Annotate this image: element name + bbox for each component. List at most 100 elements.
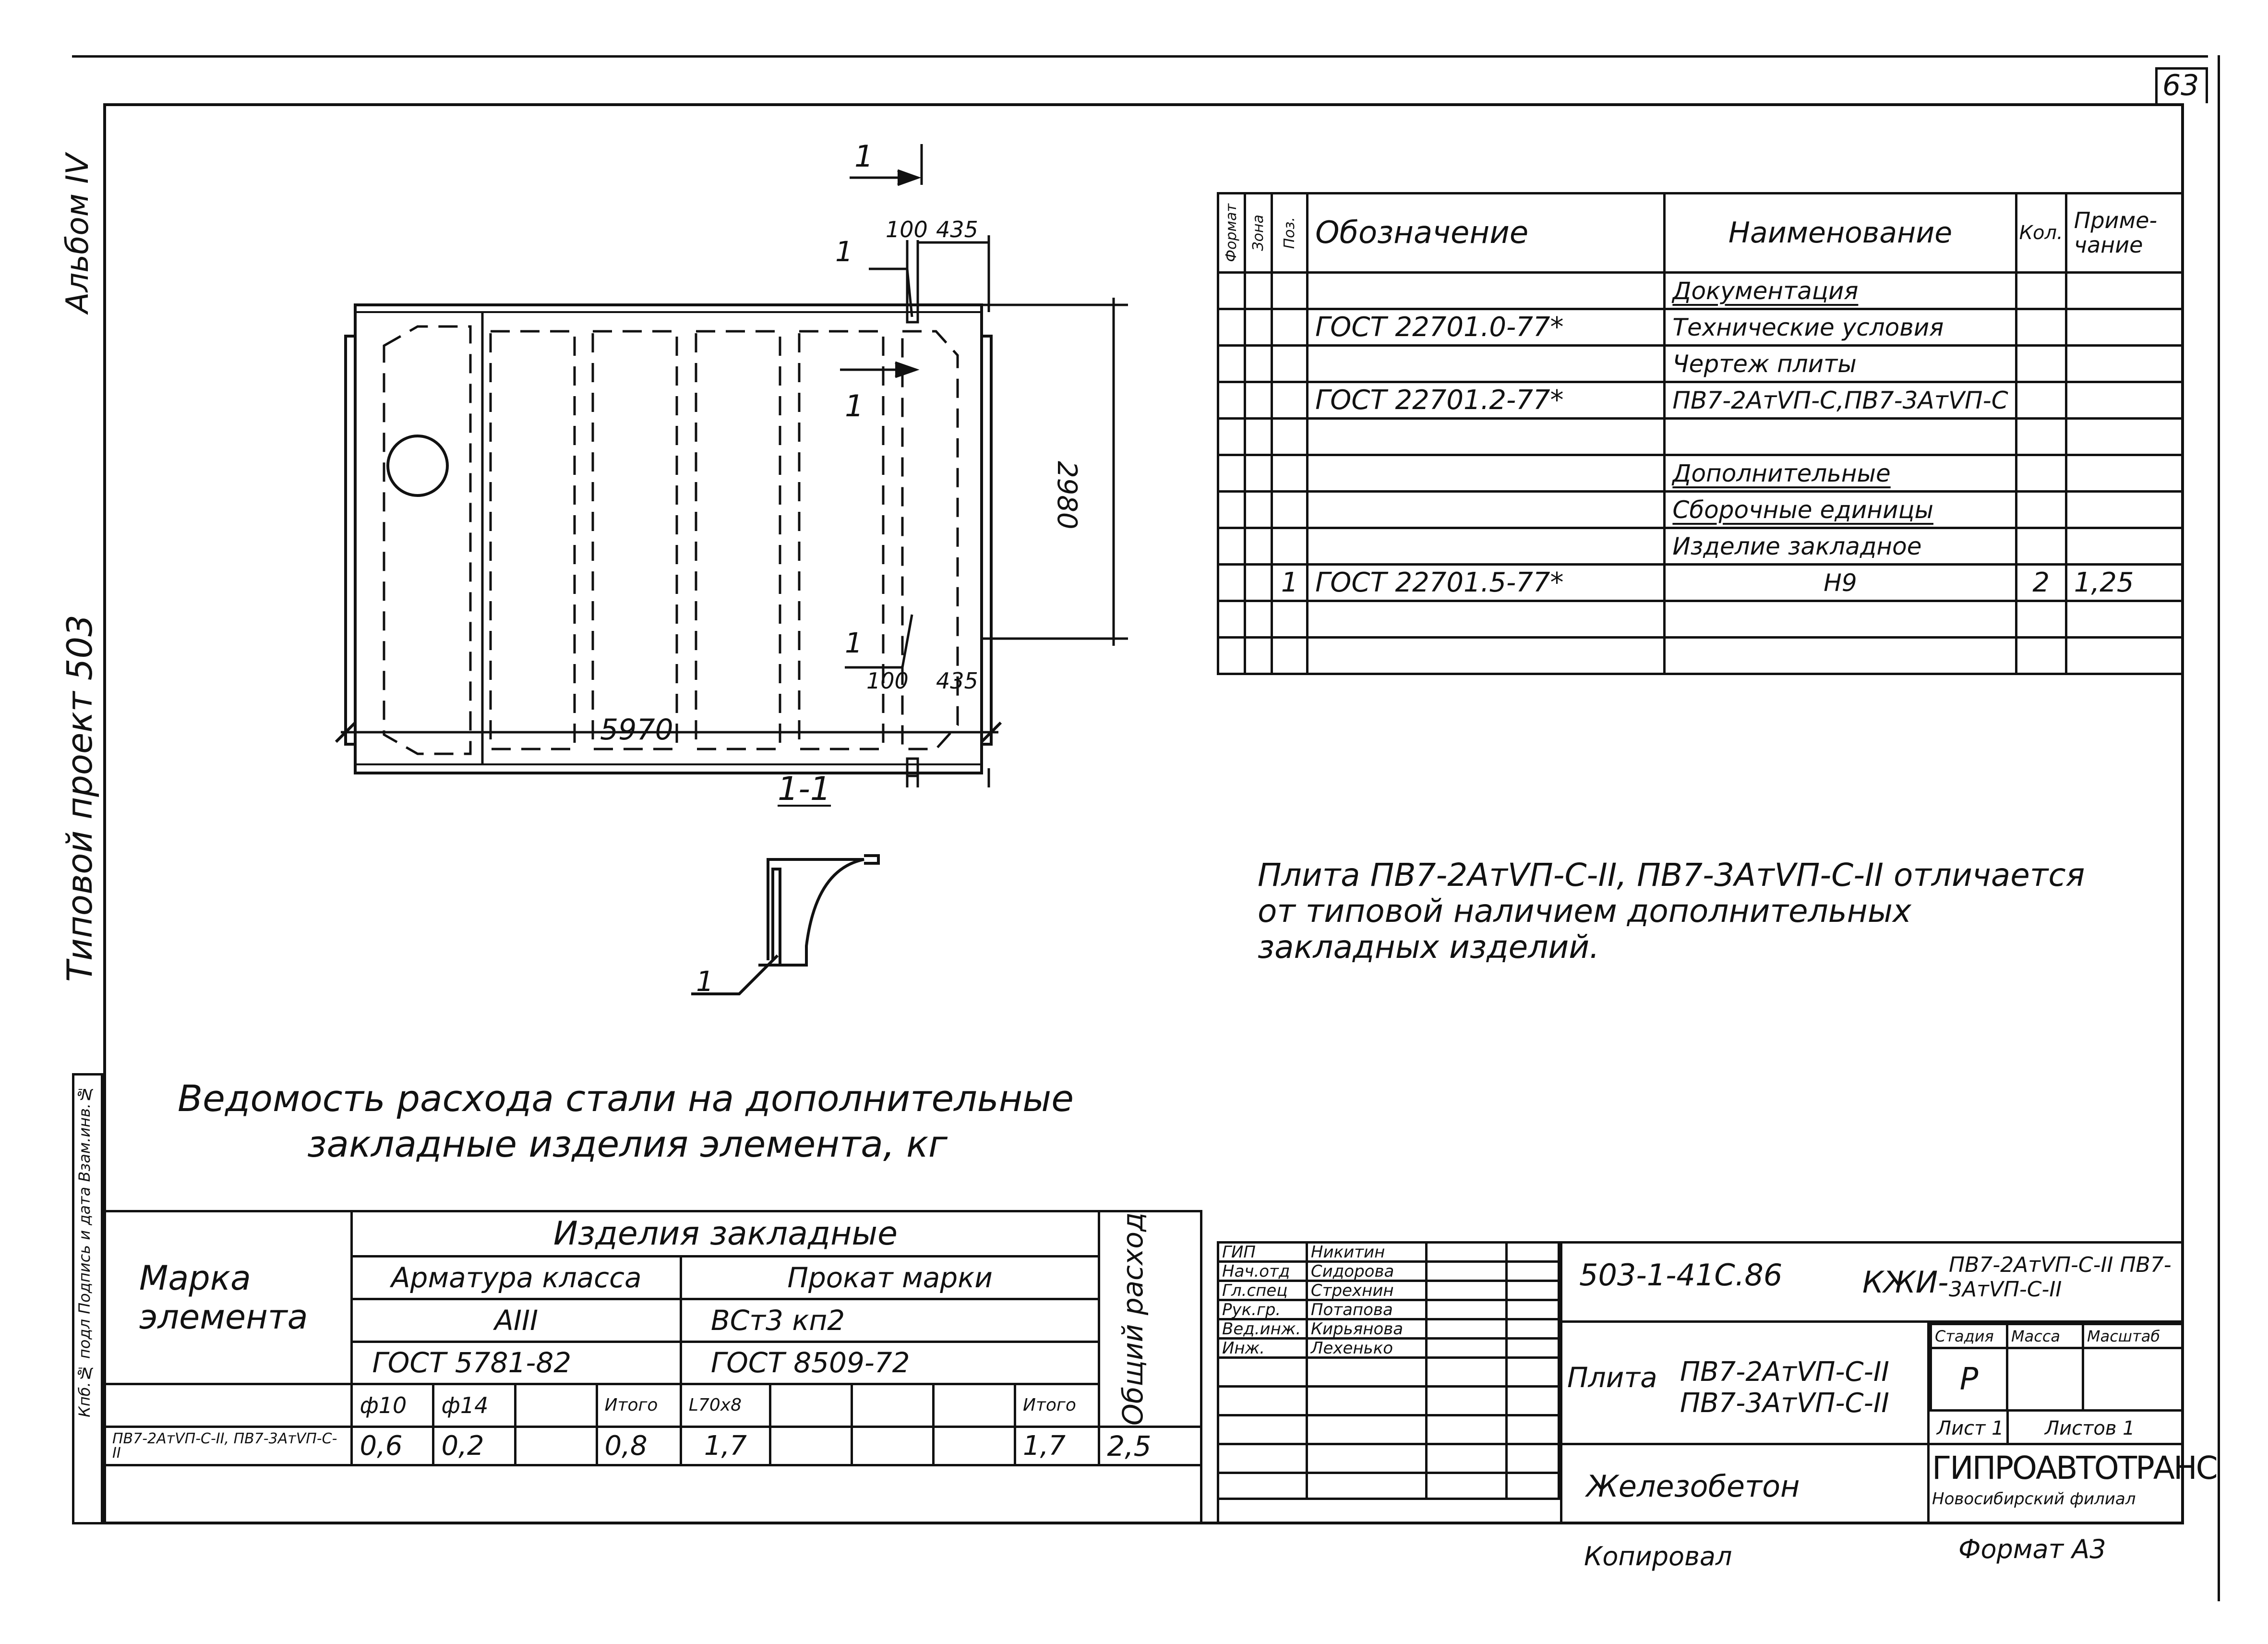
spec-format-cell xyxy=(1216,381,1247,420)
spec-note-cell xyxy=(2064,417,2184,456)
spec-pos-cell xyxy=(1271,600,1309,639)
spec-zone-cell xyxy=(1244,563,1273,602)
rolled-grade: ВСт3 кп2 xyxy=(679,1297,1101,1343)
spec-designation-cell xyxy=(1306,417,1666,456)
spec-pos-cell xyxy=(1271,490,1309,529)
col-designation: Обозначение xyxy=(1306,192,1666,274)
stamp-name: Лехенько xyxy=(1305,1337,1428,1359)
dim-100-bottom: 100 xyxy=(866,668,909,694)
spec-pos-cell xyxy=(1271,381,1309,420)
spec-designation-cell xyxy=(1306,271,1666,310)
spec-designation-cell xyxy=(1306,600,1666,639)
dim-435-top: 435 xyxy=(936,217,978,242)
col-qty: Кол. xyxy=(2015,192,2067,274)
dashed-cell-4 xyxy=(695,330,781,750)
spec-format-cell xyxy=(1216,454,1247,493)
dim-length: 5970 xyxy=(600,713,673,747)
spec-note-cell xyxy=(2064,271,2184,310)
plate-drawing xyxy=(344,144,1128,787)
stamp-name: Потапова xyxy=(1305,1299,1428,1320)
stamp-kzh-items: ПВ7-2АтVП-С-II ПВ7-3АтVП-С-II xyxy=(1949,1253,2172,1302)
col-zone: Зона xyxy=(1244,192,1273,274)
stamp-date xyxy=(1505,1241,1560,1263)
stamp-role: Инж. xyxy=(1217,1337,1308,1359)
spec-designation-cell: ГОСТ 22701.5-77* xyxy=(1306,563,1666,602)
spec-qty-cell xyxy=(2015,636,2067,675)
spec-note-cell xyxy=(2064,600,2184,639)
spec-zone-cell xyxy=(1244,381,1273,420)
dashed-cell-2 xyxy=(489,330,576,750)
dim-100-top: 100 xyxy=(886,217,928,242)
note-line-1: Плита ПВ7-2АтVП-С-II, ПВ7-3АтVП-С-II отл… xyxy=(1258,857,2085,894)
rolled-mark: Прокат марки xyxy=(679,1255,1101,1300)
spec-row: ГОСТ 22701.0-77*Технические условия xyxy=(1216,308,2184,347)
stamp-name: Сидорова xyxy=(1305,1260,1428,1282)
stamp-signature xyxy=(1425,1299,1508,1320)
stamp-stage-table: Стадия Масса Масштаб Р xyxy=(1930,1323,2184,1412)
top-border-line xyxy=(72,55,2208,58)
spec-qty-cell xyxy=(2015,417,2067,456)
spec-format-cell xyxy=(1216,527,1247,566)
section-mark-top: 1 xyxy=(854,139,874,174)
stamp-material: Железобетон xyxy=(1586,1469,1800,1504)
spec-name-cell xyxy=(1663,636,2017,675)
steel-value: 0,8 xyxy=(595,1426,682,1467)
spec-pos-cell xyxy=(1271,271,1309,310)
steel-subheader xyxy=(768,1383,853,1428)
mass-value xyxy=(2006,1347,2084,1412)
stamp-role: ГИП xyxy=(1217,1241,1308,1263)
steel-consumption-table: Марка элемента Изделия закладные Общий р… xyxy=(103,1209,1202,1524)
stamp-role: Гл.спец xyxy=(1217,1280,1308,1301)
stamp-person-row: Инж.Лехенько xyxy=(1217,1337,1560,1359)
spec-designation-cell xyxy=(1306,490,1666,529)
stamp-name: Никитин xyxy=(1305,1241,1428,1263)
section-mark-mid: 1 xyxy=(845,388,864,423)
steel-title-2: закладные изделия элемента, кг xyxy=(307,1123,948,1165)
spec-format-cell xyxy=(1216,417,1247,456)
dim-435-bottom: 435 xyxy=(936,668,978,694)
spec-zone-cell xyxy=(1244,636,1273,675)
spec-format-cell xyxy=(1216,600,1247,639)
spec-note-cell xyxy=(2064,344,2184,383)
spec-zone-cell xyxy=(1244,490,1273,529)
spec-designation-cell: ГОСТ 22701.0-77* xyxy=(1306,308,1666,347)
spec-row: Сборочные единицы xyxy=(1216,490,2184,529)
col-note: Приме-чание xyxy=(2064,192,2184,274)
spec-qty-cell xyxy=(2015,527,2067,566)
stamp-kzh: КЖИ- xyxy=(1862,1265,1949,1300)
stamp-product-items-1: ПВ7-2АтVП-С-II xyxy=(1680,1356,1889,1388)
spec-qty-cell xyxy=(2015,454,2067,493)
steel-subheader xyxy=(850,1383,935,1428)
steel-empty-row xyxy=(103,1464,1202,1524)
spec-note-cell xyxy=(2064,454,2184,493)
stamp-role: Рук.гр. xyxy=(1217,1299,1308,1320)
steel-value xyxy=(768,1426,853,1467)
spec-name-cell: Чертеж плиты xyxy=(1663,344,2017,383)
spec-zone-cell xyxy=(1244,417,1273,456)
section-detail xyxy=(691,854,880,995)
stamp-role: Нач.отд xyxy=(1217,1260,1308,1282)
stamp-role: Вед.инж. xyxy=(1217,1318,1308,1340)
copied-label: Копировал xyxy=(1584,1541,1732,1571)
spec-note-cell xyxy=(2064,381,2184,420)
section-leader-label: 1 xyxy=(696,965,714,998)
spec-zone-cell xyxy=(1244,344,1273,383)
project-label: Типовой проект 503 xyxy=(60,615,100,982)
spec-designation-cell xyxy=(1306,454,1666,493)
spec-pos-cell xyxy=(1271,344,1309,383)
spec-qty-cell xyxy=(2015,600,2067,639)
stamp-product-items-2: ПВ7-3АтVП-С-II xyxy=(1680,1388,1889,1419)
spec-name-cell: Документация xyxy=(1663,271,2017,310)
mark-sub-empty xyxy=(103,1383,353,1428)
stamp-signature xyxy=(1425,1241,1508,1263)
stamp-name: Стрехнин xyxy=(1305,1280,1428,1301)
note-line-3: закладных изделий. xyxy=(1258,929,1600,966)
spec-name-cell: Изделие закладное xyxy=(1663,527,2017,566)
stamp-signature xyxy=(1425,1280,1508,1301)
sheet-number-box xyxy=(2155,67,2208,103)
spec-name-cell: Дополнительные xyxy=(1663,454,2017,493)
total-header: Общий расход xyxy=(1098,1209,1202,1428)
stamp-signature xyxy=(1425,1337,1508,1359)
